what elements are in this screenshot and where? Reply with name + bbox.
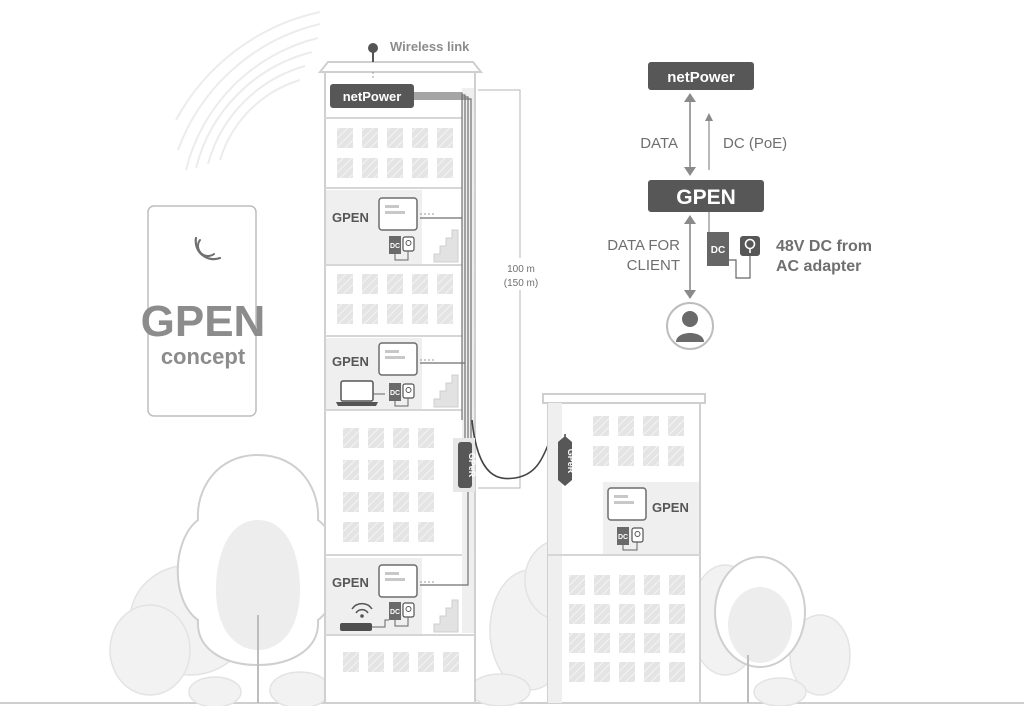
gper-extender-right: GPeR	[558, 434, 576, 486]
antenna-icon	[368, 43, 378, 62]
legend-dc-badge	[707, 232, 729, 266]
gpen-device-4: GPEN DC	[607, 487, 689, 551]
wireless-arc-icon	[194, 236, 222, 261]
dc-badge-2: DC	[390, 390, 400, 397]
legend-gpen-box	[648, 180, 764, 212]
gper-extender-left: GPeR	[453, 438, 477, 492]
legend-adapter-line2: AC adapter	[776, 258, 861, 275]
short-building-windows	[569, 416, 685, 682]
gpen-device-3: GPEN DC	[332, 564, 418, 631]
logo-title: GPEN	[141, 297, 266, 346]
legend-adapter-line1: 48V DC from	[776, 238, 872, 255]
dc-badge-4: DC	[618, 534, 628, 541]
laptop-icon	[336, 380, 385, 406]
dc-badge-1: DC	[390, 243, 400, 250]
gpen-label-3: GPEN	[332, 575, 369, 590]
riser-cables	[414, 92, 472, 586]
tall-building-windows	[337, 128, 459, 672]
gpen-label-1: GPEN	[332, 210, 369, 225]
legend-client-label: CLIENT	[627, 257, 680, 274]
roof-netpower-label: netPower	[343, 89, 402, 104]
client-avatar-icon	[666, 302, 714, 350]
gpen-label-4: GPEN	[652, 500, 689, 515]
legend-netpower-label: netPower	[667, 69, 735, 86]
legend-dc-text: DC	[711, 245, 725, 256]
legend-gpen-label: GPEN	[676, 186, 736, 209]
legend-data-for-label: DATA FOR	[607, 237, 680, 254]
wifi-router-icon	[340, 602, 389, 631]
tree-right	[714, 556, 806, 703]
dc-badge-3: DC	[390, 609, 400, 616]
gper-label-left: GPeR	[467, 453, 477, 478]
inter-building-cable	[471, 419, 557, 480]
gpen-concept-logo: GPEN concept	[141, 205, 266, 417]
legend-dc-poe-label: DC (PoE)	[723, 135, 787, 152]
logo-subtitle: concept	[161, 344, 246, 369]
legend: netPower DATA DC (PoE) GPEN DATA FOR CLI…	[607, 62, 872, 350]
distance-label: 100 m	[507, 264, 535, 275]
gpen-device-2: GPEN DC	[332, 342, 418, 407]
roof-netpower-box: netPower	[330, 84, 414, 108]
wireless-waves	[175, 11, 321, 171]
legend-data-label: DATA	[640, 135, 678, 152]
gpen-label-2: GPEN	[332, 354, 369, 369]
tree-left	[176, 453, 340, 703]
wireless-link-label: Wireless link	[390, 39, 470, 54]
gpen-device-1: GPEN DC	[332, 197, 418, 261]
legend-netpower-box	[648, 62, 754, 90]
gper-label-right: GPeR	[566, 449, 576, 474]
distance-sub-label: (150 m)	[504, 278, 538, 289]
power-plug-icon	[729, 236, 760, 279]
